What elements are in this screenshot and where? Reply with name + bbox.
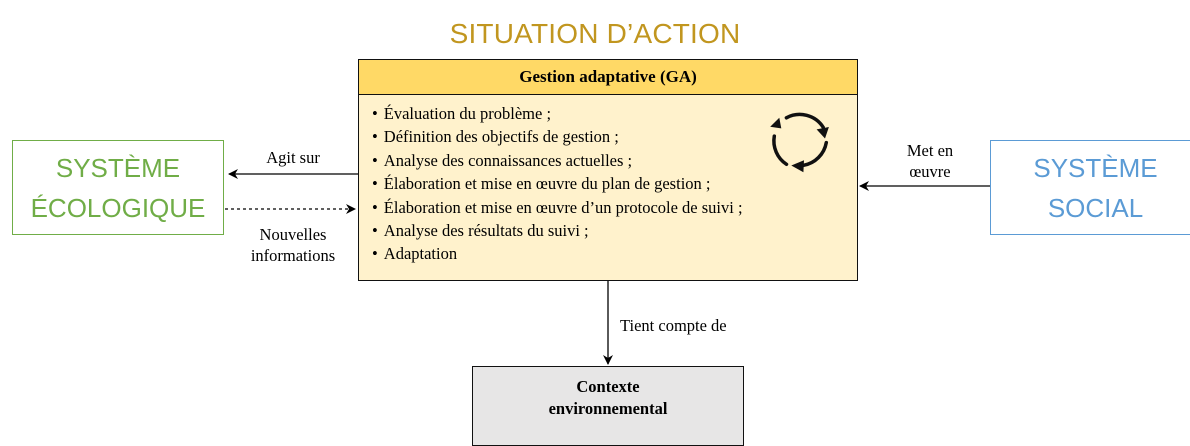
adaptive-management-box: Gestion adaptative (GA) Évaluation du pr… xyxy=(358,59,858,281)
adaptive-management-header: Gestion adaptative (GA) xyxy=(359,60,857,95)
label-considers: Tient compte de xyxy=(620,316,727,335)
step-item: Analyse des connaissances actuelles ; xyxy=(372,149,857,172)
connector-arrows xyxy=(225,169,990,365)
step-item: Définition des objectifs de gestion ; xyxy=(372,125,857,148)
label-new-information: Nouvelles informations xyxy=(228,224,358,266)
environmental-context-label-1: Contexte xyxy=(576,377,640,396)
label-new-information-1: Nouvelles xyxy=(259,225,327,244)
step-item: Élaboration et mise en œuvre d’un protoc… xyxy=(372,196,857,219)
environmental-context-label-2: environnemental xyxy=(548,399,668,418)
step-item: Évaluation du problème ; xyxy=(372,102,857,125)
label-implements-2: œuvre xyxy=(909,162,951,181)
social-system-box: SYSTÈME SOCIAL xyxy=(990,140,1190,235)
ecological-system-label-2: ÉCOLOGIQUE xyxy=(30,192,206,223)
step-item: Adaptation xyxy=(372,242,857,265)
diagram-title: SITUATION D’ACTION xyxy=(449,18,741,49)
label-implements-1: Met en xyxy=(906,141,954,160)
social-system-label-1: SYSTÈME xyxy=(1033,152,1158,183)
refresh-cycle-icon xyxy=(770,112,829,173)
adaptive-management-steps: Évaluation du problème ; Définition des … xyxy=(359,95,857,266)
ecological-system-label-1: SYSTÈME xyxy=(55,152,181,183)
ecological-system-box: SYSTÈME ÉCOLOGIQUE xyxy=(12,140,224,235)
step-item: Élaboration et mise en œuvre du plan de … xyxy=(372,172,857,195)
environmental-context-box: Contexte environnemental xyxy=(472,366,744,446)
social-system-label-2: SOCIAL xyxy=(1047,192,1144,223)
step-item: Analyse des résultats du suivi ; xyxy=(372,219,857,242)
label-new-information-2: informations xyxy=(250,246,336,265)
label-implements: Met en œuvre xyxy=(885,140,975,182)
label-acts-on: Agit sur xyxy=(266,148,320,167)
